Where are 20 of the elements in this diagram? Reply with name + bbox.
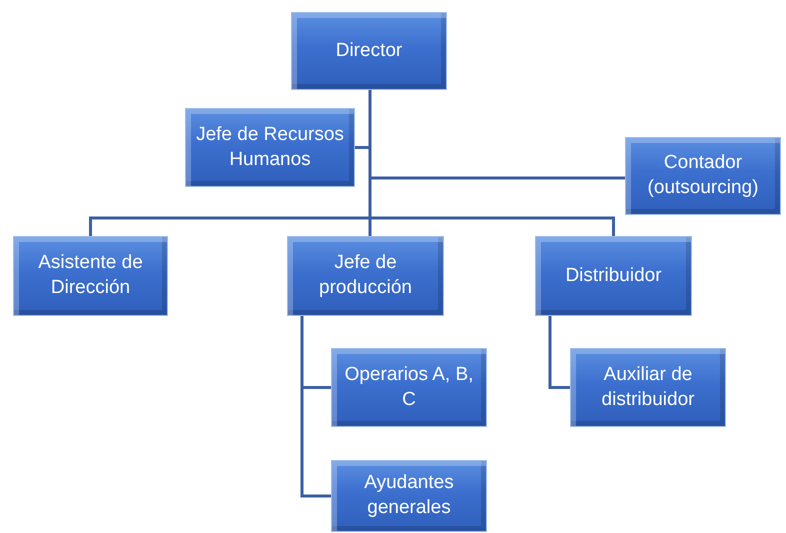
- org-box: [331, 460, 487, 532]
- org-box: [185, 108, 355, 187]
- org-box: [535, 236, 692, 316]
- org-box: [291, 12, 447, 90]
- org-box: [625, 137, 781, 215]
- role-label: Operarios A, B, C: [344, 362, 474, 412]
- role-label: Jefe de Recursos Humanos: [195, 122, 345, 172]
- role-label: Asistente de Dirección: [37, 251, 144, 300]
- connector-line: [368, 90, 615, 236]
- role-label: Ayudantes generales: [363, 471, 455, 520]
- org-box: [287, 236, 444, 316]
- org-box: [13, 236, 168, 316]
- role-label: Distribuidor: [564, 264, 663, 288]
- role-label: Jefe de producción: [318, 251, 413, 300]
- role-label: Director: [334, 38, 404, 63]
- role-label: Auxiliar de distribuidor: [600, 362, 696, 412]
- connector-line: [548, 316, 570, 389]
- org-box: [331, 348, 487, 427]
- org-box: [570, 348, 726, 427]
- role-label: Contador (outsourcing): [646, 151, 760, 200]
